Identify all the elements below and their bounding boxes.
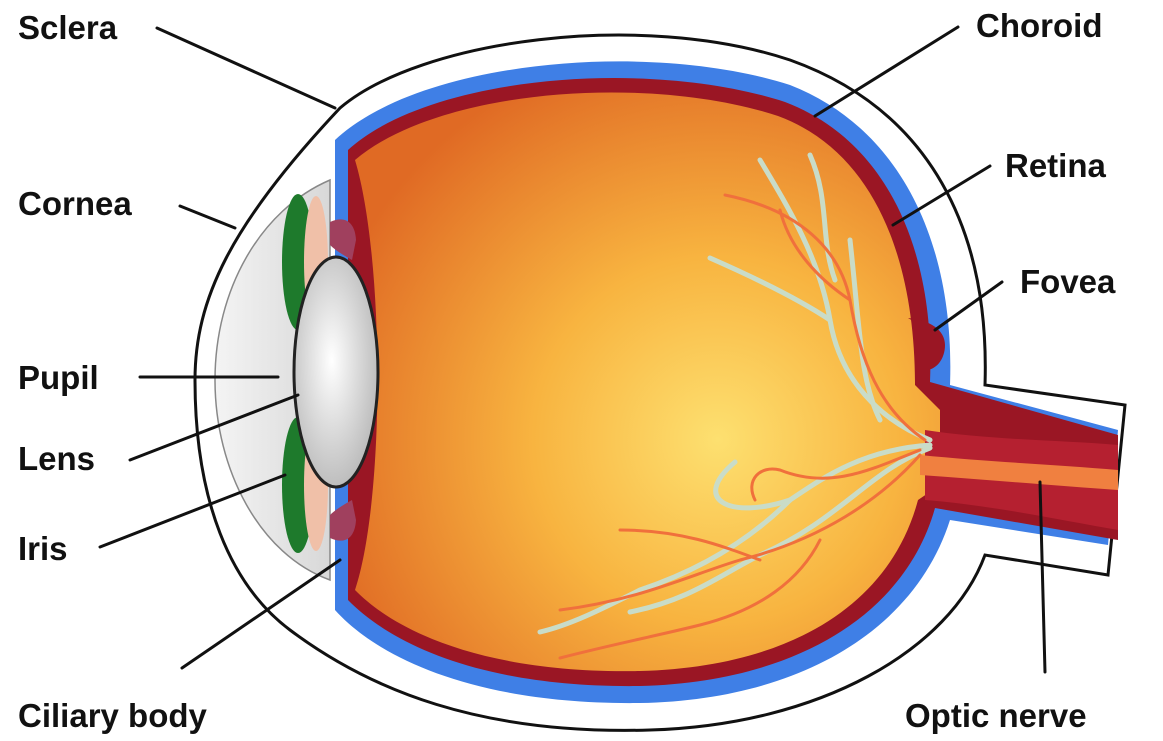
label-optic-nerve: Optic nerve bbox=[905, 697, 1087, 734]
label-retina: Retina bbox=[1005, 147, 1107, 184]
label-lens: Lens bbox=[18, 440, 95, 477]
leader-choroid bbox=[815, 27, 958, 116]
label-choroid: Choroid bbox=[976, 7, 1102, 44]
label-sclera: Sclera bbox=[18, 9, 118, 46]
label-iris: Iris bbox=[18, 530, 68, 567]
leader-sclera bbox=[157, 28, 335, 108]
label-cornea: Cornea bbox=[18, 185, 132, 222]
label-ciliary-body: Ciliary body bbox=[18, 697, 208, 734]
label-pupil: Pupil bbox=[18, 359, 99, 396]
leader-cornea bbox=[180, 206, 235, 228]
lens-shape bbox=[294, 257, 378, 487]
label-fovea: Fovea bbox=[1020, 263, 1116, 300]
